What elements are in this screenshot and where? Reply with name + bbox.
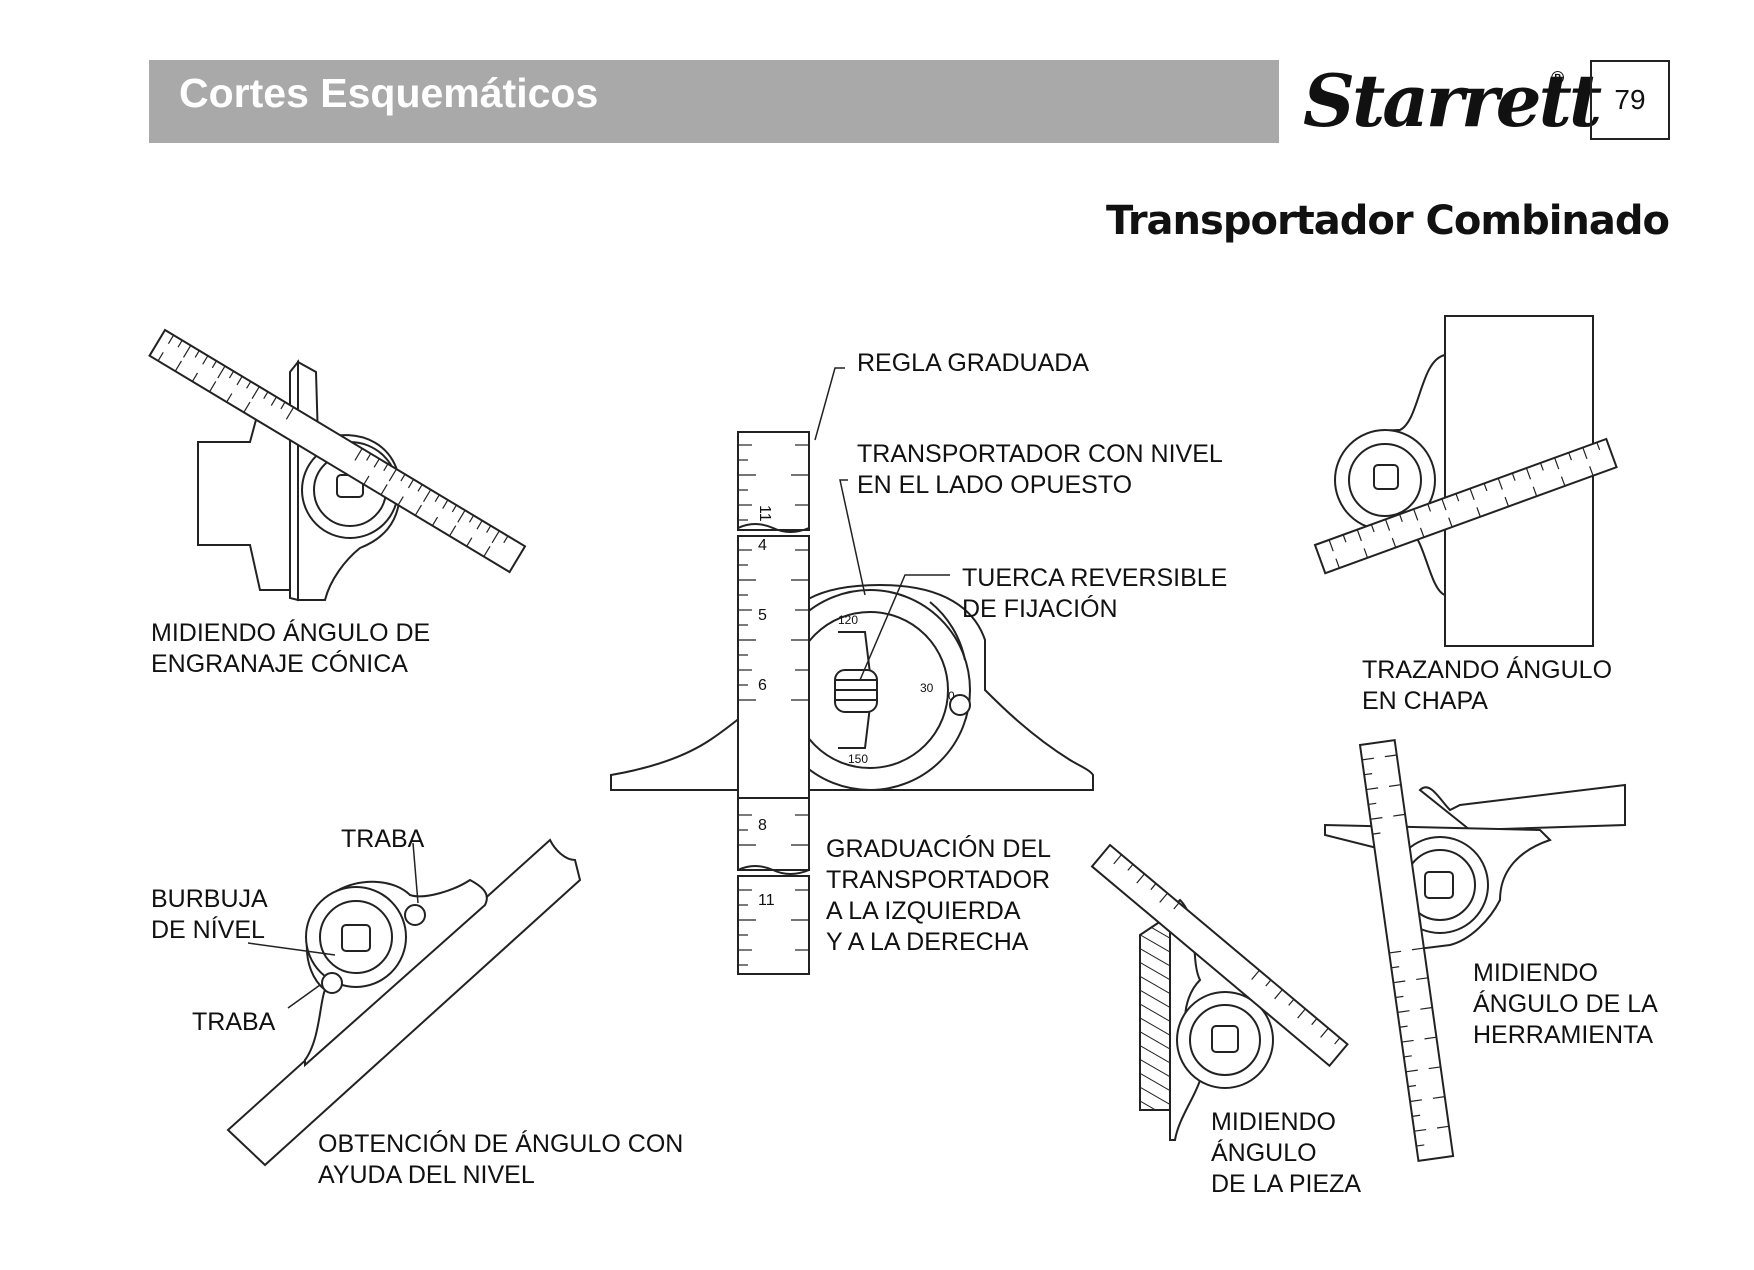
rule-number: 8 [758, 817, 767, 834]
registered-mark: ® [1551, 68, 1565, 88]
slot-arc [930, 602, 965, 660]
leader-rule [815, 368, 845, 440]
rule-number: 11 [758, 892, 775, 909]
workpiece-bar [228, 840, 580, 1165]
protractor-number: 120 [838, 613, 858, 627]
blade-rule [1360, 740, 1453, 1161]
scale-numbers: 11 4 5 6 8 11 120 30 0 150 [756, 505, 955, 909]
label-bevel-gear: MIDIENDO ÁNGULO DE ENGRANAJE CÓNICA [151, 619, 431, 678]
brand-name: Starrett [1303, 58, 1602, 143]
blade-rule [1315, 439, 1617, 573]
label-graduated-rule: REGLA GRADUADA [857, 349, 1090, 377]
square-head-edge [290, 362, 298, 600]
label-level-angle: OBTENCIÓN DE ÁNGULO CON AYUDA DEL NIVEL [318, 1130, 684, 1189]
hatched-workpiece [1140, 915, 1170, 1110]
label-lock-bottom: TRABA [192, 1008, 276, 1036]
protractor-number: 150 [848, 752, 868, 766]
rule-number: 6 [758, 677, 767, 694]
sheet-angle-illustration [1315, 316, 1617, 646]
section-title: Cortes Esquemáticos [179, 70, 599, 116]
graduated-rule-top [738, 432, 809, 530]
blade-rule [1092, 845, 1347, 1066]
graduated-rule-bottom [738, 876, 809, 974]
cutting-tool [1420, 785, 1625, 830]
leader-lines [815, 368, 950, 680]
lock-nut [1212, 1026, 1238, 1052]
page-subtitle: Transportador Combinado [1105, 198, 1670, 244]
label-tool-angle: MIDIENDO ÁNGULO DE LA HERRAMIENTA [1473, 959, 1658, 1049]
header-bar: Cortes Esquemáticos [149, 60, 1279, 143]
starrett-logo: Starrett ® [1303, 58, 1602, 146]
page-number: 79 [1590, 60, 1670, 140]
lock-bottom [322, 973, 342, 993]
lock-nut [342, 925, 370, 951]
lock-nut [1374, 465, 1398, 489]
protractor-number: 0 [948, 689, 955, 703]
label-bubble: BURBUJA DE NÍVEL [151, 885, 268, 944]
protractor-number: 30 [920, 681, 934, 695]
blade-rule [150, 330, 525, 572]
rule-ticks [738, 445, 809, 965]
label-piece-angle: MIDIENDO ÁNGULO DE LA PIEZA [1211, 1108, 1362, 1198]
lock-top [405, 905, 425, 925]
tool-angle-illustration [1325, 740, 1625, 1161]
label-lock-top: TRABA [341, 825, 425, 853]
label-sheet-angle: TRAZANDO ÁNGULO EN CHAPA [1362, 656, 1613, 715]
label-protractor-level: TRANSPORTADOR CON NIVEL EN EL LADO OPUES… [857, 440, 1223, 499]
rule-number: 5 [758, 607, 767, 624]
label-lock-nut: TUERCA REVERSIBLE DE FIJACIÓN [962, 564, 1228, 623]
rule-number: 4 [758, 537, 767, 554]
bevel-gear-illustration [150, 330, 525, 600]
turret-lock [950, 695, 970, 715]
rule-number: 11 [756, 505, 773, 522]
lock-nut [1425, 872, 1453, 898]
graduated-rule-middle [738, 536, 809, 798]
label-graduation: GRADUACIÓN DEL TRANSPORTADOR A LA IZQUIE… [826, 835, 1052, 956]
leader-lines [248, 843, 418, 1008]
center-protractor-illustration [611, 368, 1093, 974]
level-angle-illustration [228, 840, 580, 1165]
piece-angle-illustration [1092, 845, 1347, 1140]
